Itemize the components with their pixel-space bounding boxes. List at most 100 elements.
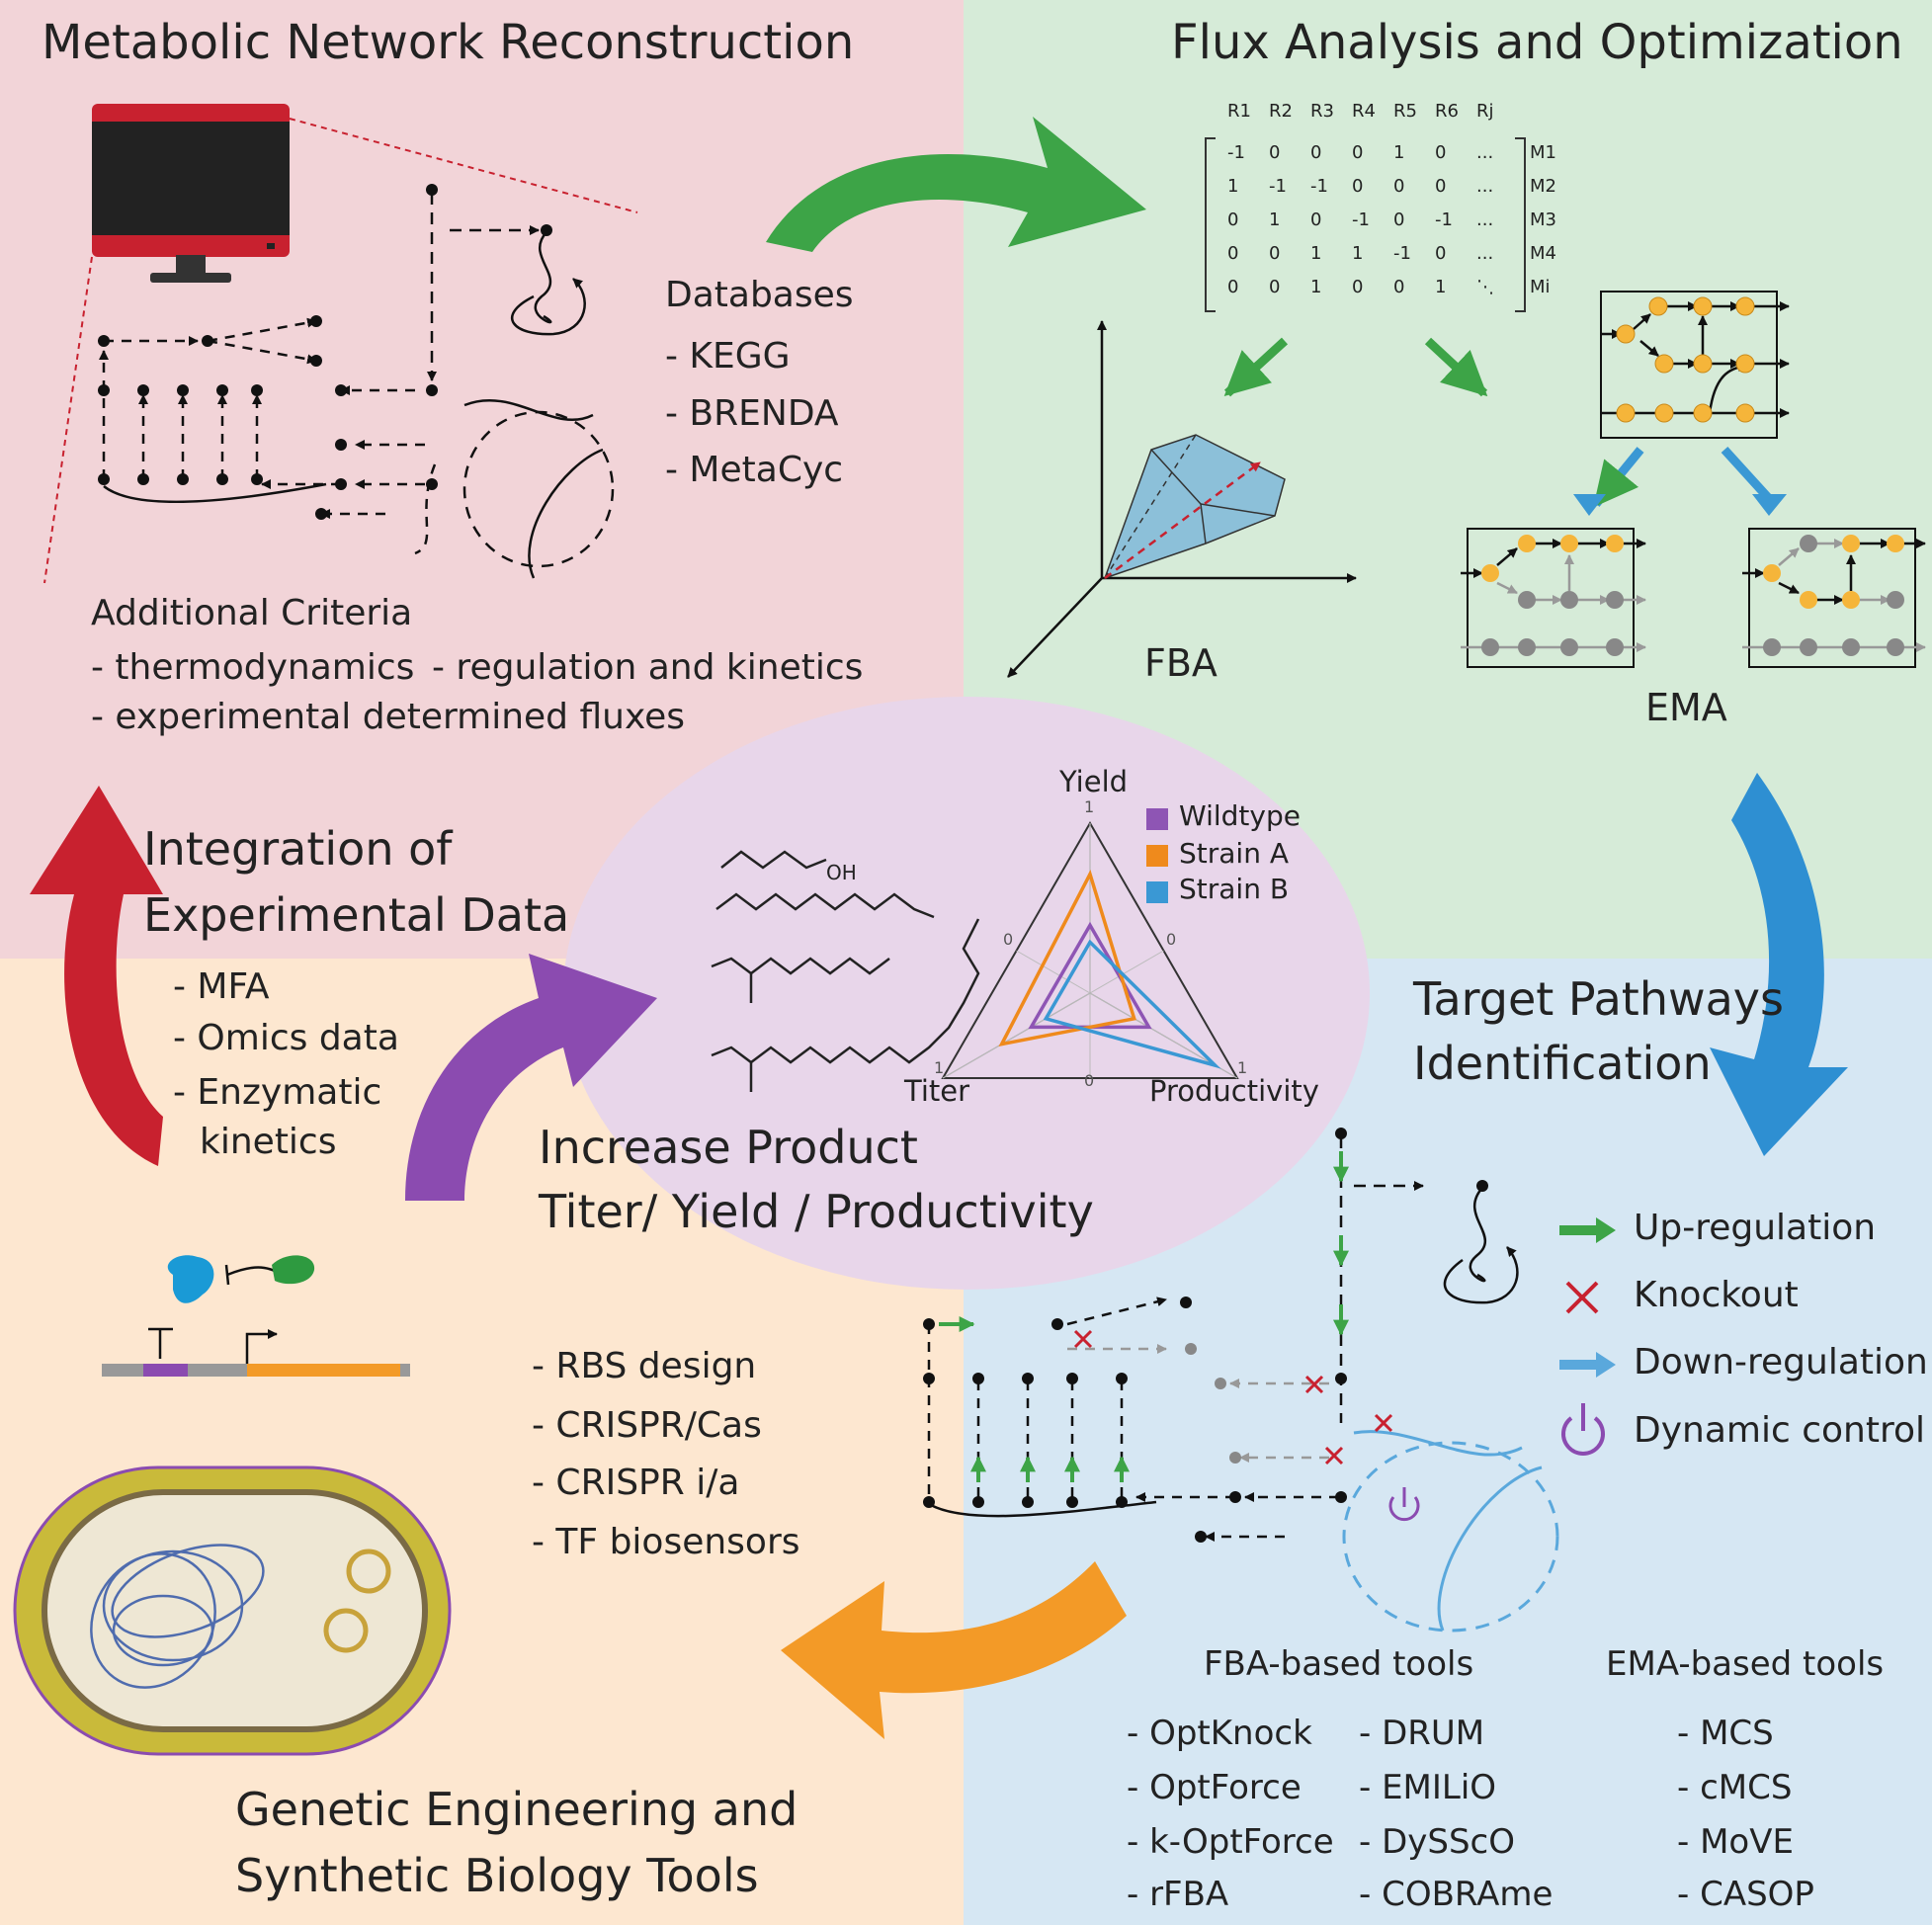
radar-tick: 1 [934,1058,945,1077]
matrix-column-label: R2 [1269,101,1293,122]
radar-legend-label: Strain B [1179,873,1290,905]
legend-knockout-icon [1565,1281,1599,1314]
ema-network-full [1600,291,1790,439]
criteria-item: - experimental determined fluxes [91,697,686,737]
integration-title-line1: Integration of [143,822,453,876]
ema-tool: - CASOP [1677,1875,1814,1914]
legend-label-down-regulation: Down-regulation [1634,1342,1928,1382]
criteria-item: - thermodynamics [91,647,415,688]
target-knockout-grey-arrows [1067,1344,1329,1463]
network-diagram-top [99,193,615,579]
matrix-cell: 0 [1393,277,1405,297]
reconstruction-title: Metabolic Network Reconstruction [42,15,855,70]
matrix-cell: -1 [1435,209,1453,230]
purple-cycle-arrow [405,954,657,1201]
matrix-column-label: R5 [1393,101,1417,122]
matrix-row-label: M1 [1530,142,1556,163]
radar-tick: 0 [1003,930,1014,949]
fba-tool: - OptKnock [1127,1714,1312,1753]
target-title-line1: Target Pathways [1413,972,1784,1026]
integration-item: - Enzymatic [173,1072,382,1113]
target-knockout-marks [1073,1329,1393,1465]
ema-mode-2 [1742,528,1926,668]
matrix-cell: 0 [1352,142,1364,163]
matrix-cell: 1 [1269,209,1281,230]
fba-axes [1007,320,1357,678]
matrix-cell: -1 [1352,209,1370,230]
integration-item: - MFA [173,966,270,1007]
zoom-line-top [289,118,638,213]
matrix-cell: 1 [1393,142,1405,163]
genetic-item: - TF biosensors [532,1522,800,1562]
power-icon-inline [1388,1487,1420,1522]
radar-axis-extension [942,950,1164,1079]
target-down-regulation-cycle [1342,1430,1559,1632]
matrix-cell: 0 [1269,142,1281,163]
matrix-cell: 0 [1310,209,1322,230]
matrix-cell: -1 [1310,176,1328,197]
radar-series-strain-b [1043,939,1221,1069]
matrix-cell: 1 [1435,277,1447,297]
target-up-regulation-arrows [939,1151,1349,1482]
ema-tool: - MCS [1677,1714,1774,1753]
fba-tool: - EMILiO [1359,1768,1497,1807]
matrix-cell: 1 [1352,243,1364,264]
matrix-row-label: M4 [1530,243,1556,264]
green-cycle-arrow [766,117,1146,252]
target-grey-nodes [1185,1343,1241,1464]
blue-cycle-arrow [1710,773,1848,1156]
fba-tool: - DRUM [1359,1714,1485,1753]
matrix-cell: 0 [1310,142,1322,163]
molecule-oh-label: OH [826,861,857,884]
matrix-row-label: M2 [1530,176,1556,197]
matrix-cell: 0 [1352,277,1364,297]
matrix-cell: 0 [1227,277,1239,297]
fba-label: FBA [1144,641,1218,685]
target-title-line2: Identification [1413,1037,1712,1090]
radar-tick: 0 [1166,930,1177,949]
radar-legend-label: Strain A [1179,837,1290,870]
fba-polytope [1103,434,1286,580]
radar-tick: 0 [1084,1071,1095,1090]
matrix-column-label: R6 [1435,101,1459,122]
matrix-row-label: M3 [1530,209,1556,230]
matrix-cell: -1 [1393,243,1411,264]
legend-label-up-regulation: Up-regulation [1634,1208,1877,1248]
matrix-cell: 0 [1393,209,1405,230]
matrix-cell: 1 [1310,277,1322,297]
matrix-cell: 0 [1269,243,1281,264]
monitor-icon [92,104,290,283]
legend-up-regulation-icon [1559,1217,1616,1243]
ema-label: EMA [1645,686,1727,729]
flux-title: Flux Analysis and Optimization [1171,15,1903,70]
legend-label-knockout: Knockout [1634,1275,1799,1315]
fba-tools-heading: FBA-based tools [1204,1644,1474,1684]
red-cycle-arrow [30,786,163,1166]
matrix-cell: -1 [1227,142,1245,163]
matrix-cell: 0 [1435,142,1447,163]
radar-axis-extension [1016,950,1238,1079]
matrix-cell: 0 [1352,176,1364,197]
databases-heading: Databases [665,275,854,315]
fba-tool: - k-OptForce [1127,1822,1334,1862]
radar-tick: 1 [1237,1058,1248,1077]
radar-axis-titer: Titer [904,1074,970,1108]
ema-tool: - cMCS [1677,1768,1793,1807]
genetic-item: - CRISPR/Cas [532,1405,762,1446]
fba-tool: - OptForce [1127,1768,1302,1807]
network-nodes-top [98,184,552,520]
radar-series-strain-a [998,869,1136,1047]
matrix-cell: 1 [1227,176,1239,197]
integration-title-line2: Experimental Data [143,888,570,942]
matrix-cell: ... [1476,142,1494,163]
fba-tool: - COBRAme [1359,1875,1554,1914]
radar-legend-label: Wildtype [1179,799,1301,832]
database-item: - KEGG [665,336,791,377]
criteria-heading: Additional Criteria [91,593,413,633]
orange-cycle-arrow [781,1561,1127,1739]
criteria-item: - regulation and kinetics [432,647,864,688]
database-item: - BRENDA [665,393,839,434]
fba-tool: - rFBA [1127,1875,1229,1914]
